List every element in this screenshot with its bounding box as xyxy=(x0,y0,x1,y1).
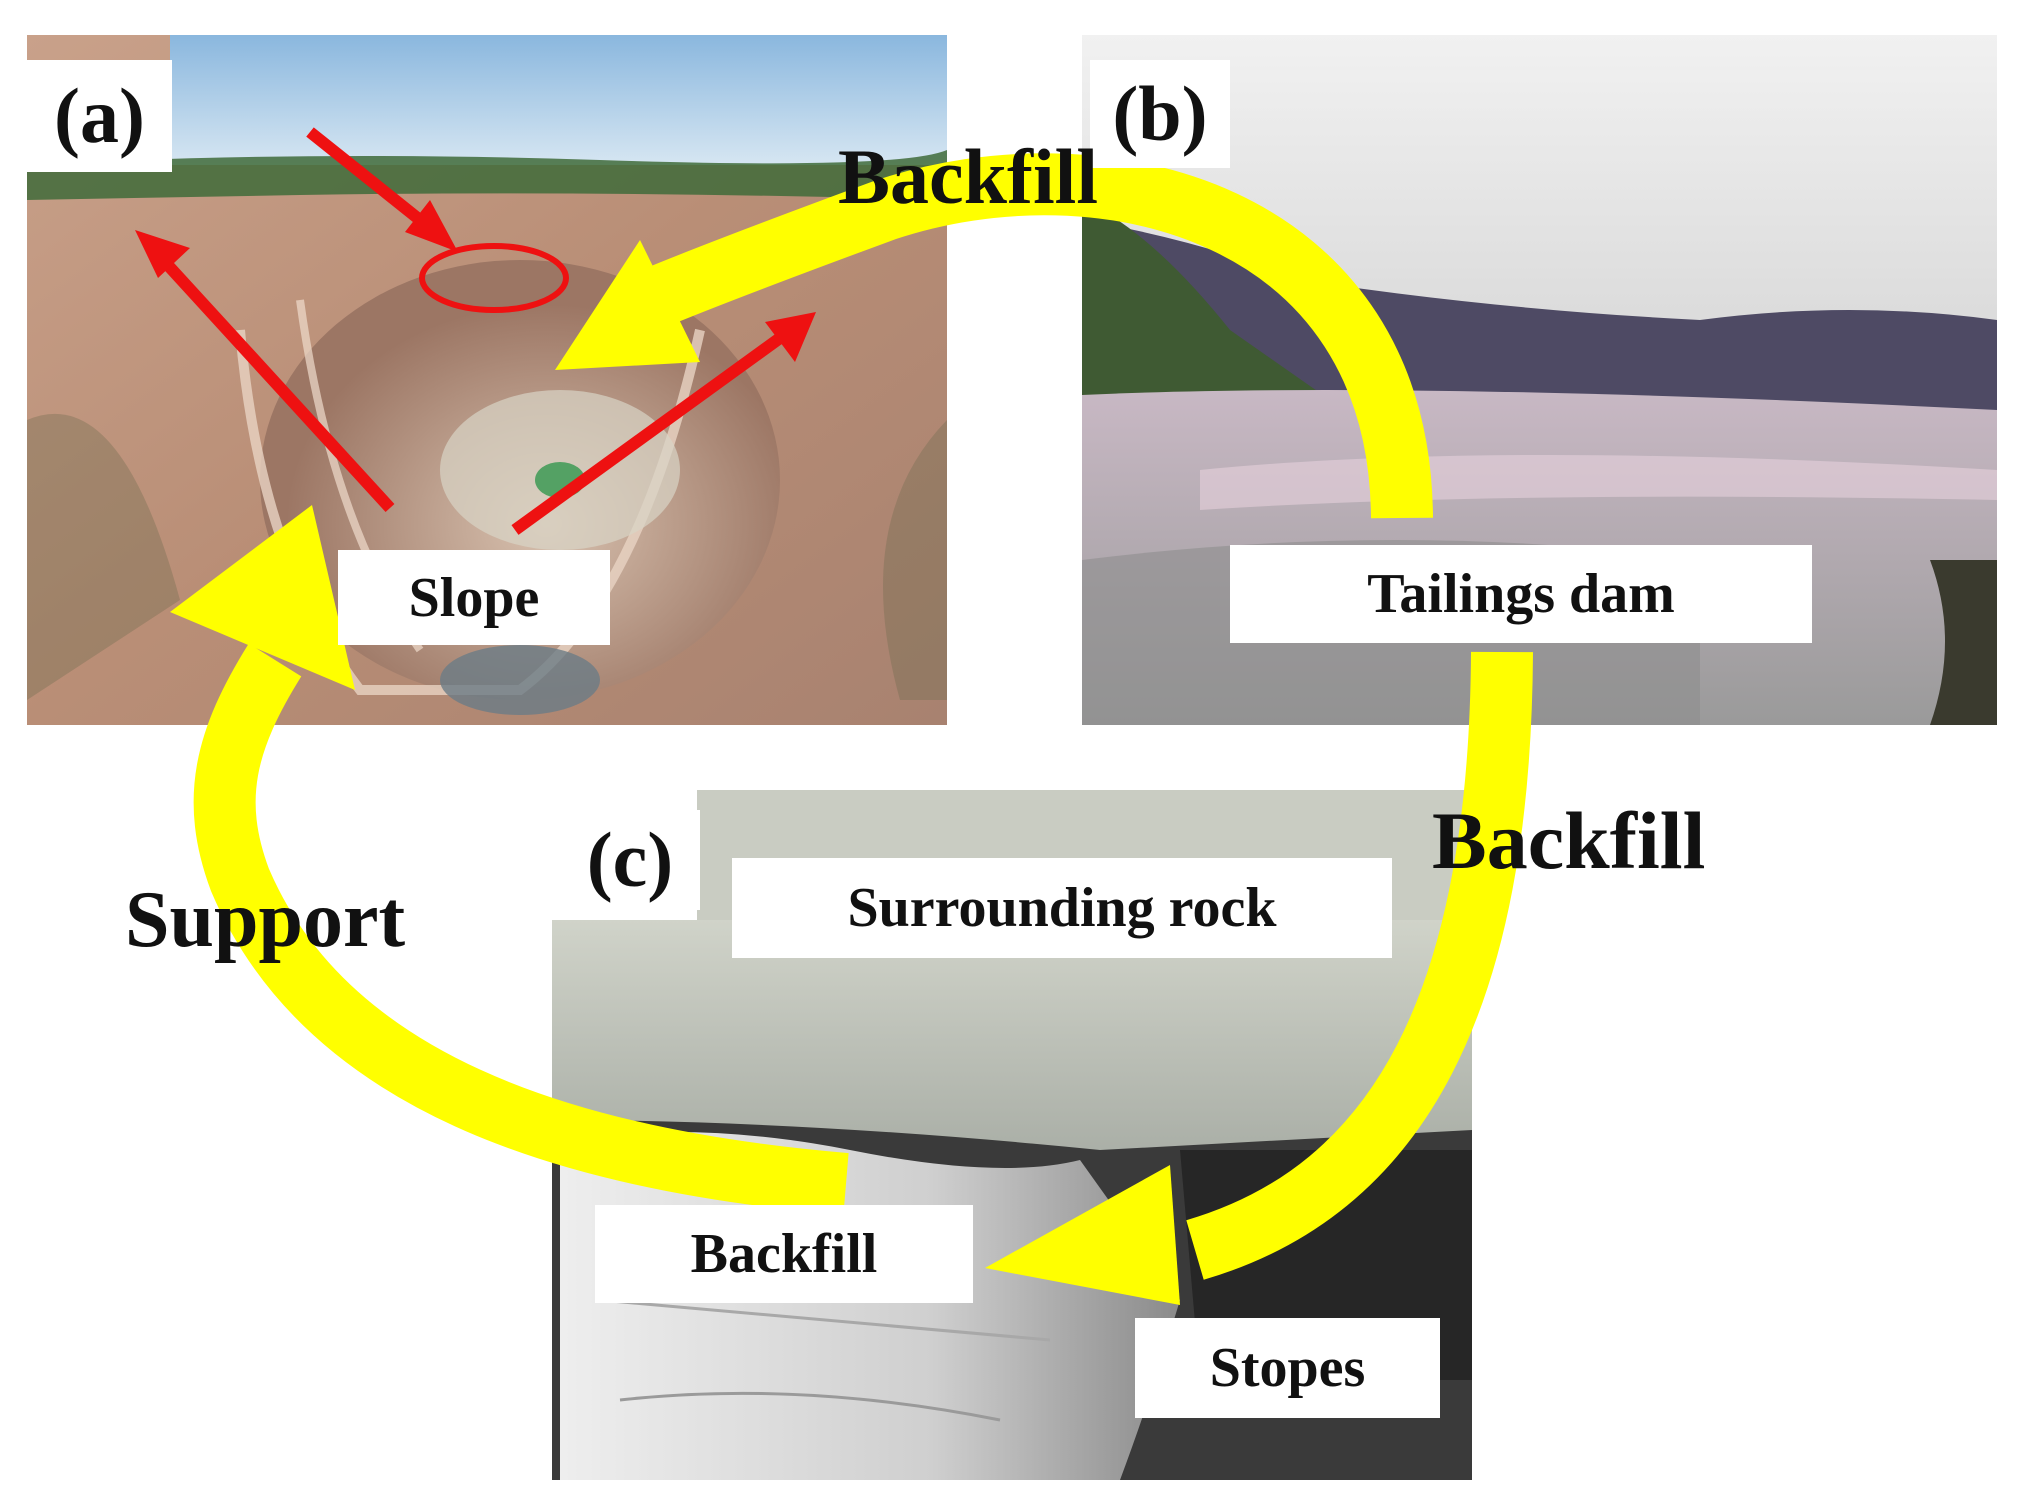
slope-failure-markers xyxy=(135,127,816,535)
flow-label-c-to-a: Support xyxy=(125,876,406,964)
cycle-flow-arrows xyxy=(170,153,1533,1305)
flow-label-a-to-b: Backfill xyxy=(838,133,1099,220)
label-backfill-material: Backfill xyxy=(595,1205,973,1303)
red-arrowhead-right xyxy=(765,312,816,362)
flow-label-b-to-c: Backfill xyxy=(1432,795,1706,886)
label-slope: Slope xyxy=(338,550,610,645)
panel-letter-c: (c) xyxy=(560,810,700,910)
arrow-c-to-a xyxy=(193,643,849,1215)
arrow-b-to-a xyxy=(638,153,1433,519)
label-tailings-dam: Tailings dam xyxy=(1230,545,1812,643)
label-surrounding-rock: Surrounding rock xyxy=(732,858,1392,958)
arrowhead-c-to-a xyxy=(170,505,355,690)
panel-letter-a: (a) xyxy=(27,60,172,172)
arrowhead-b-to-c xyxy=(985,1165,1180,1305)
label-stopes: Stopes xyxy=(1135,1318,1440,1418)
red-arrowhead-left xyxy=(135,230,190,278)
arrowhead-b-to-a xyxy=(555,240,700,370)
red-arrow-right xyxy=(511,333,784,535)
panel-letter-b: (b) xyxy=(1090,60,1230,168)
red-ellipse-marker xyxy=(419,243,569,313)
red-arrowhead-upper xyxy=(405,200,458,252)
arrow-b-to-c xyxy=(1186,651,1533,1280)
red-arrow-upper xyxy=(306,127,434,233)
red-arrow-left xyxy=(160,257,395,513)
